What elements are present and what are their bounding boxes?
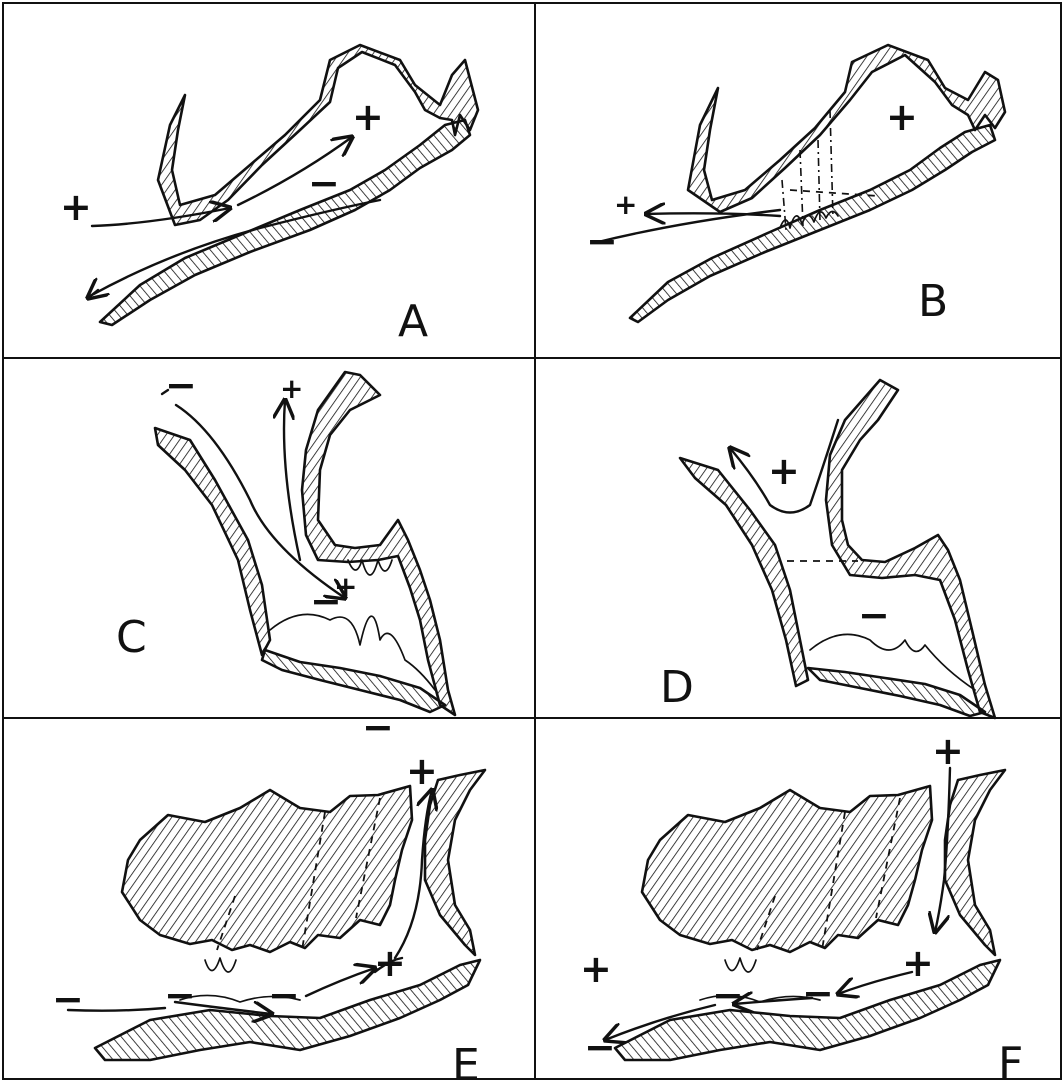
- panel-e-minus-1: −: [52, 977, 84, 1021]
- panel-f: + + − − + − F: [580, 729, 1023, 1082]
- panel-c-rock-left: [155, 428, 270, 655]
- panel-f-minus-2: −: [712, 973, 744, 1017]
- panel-f-plus-top: +: [932, 729, 964, 773]
- panel-c-minus-top: −: [165, 363, 197, 407]
- panel-a-plus-right: +: [352, 95, 384, 139]
- panel-d-minus: −: [858, 593, 890, 637]
- panel-c-rock-right: [302, 372, 455, 715]
- panel-e: − − − + + − E: [52, 705, 485, 1082]
- panel-c-floor: [262, 650, 445, 712]
- panel-d-rock-right: [826, 380, 995, 718]
- panel-e-rock-right: [425, 770, 485, 955]
- panel-d-plus: +: [768, 449, 800, 493]
- panel-f-minus-1: −: [802, 971, 834, 1015]
- panel-d: + − D: [660, 380, 995, 718]
- panel-e-minus-2: −: [164, 973, 196, 1017]
- panel-d-label: D: [660, 662, 694, 713]
- panel-f-label: F: [998, 1038, 1023, 1082]
- panel-f-plus-left: +: [580, 947, 612, 991]
- panel-b: + − + B: [586, 45, 1005, 327]
- panel-e-rock-mass: [122, 786, 412, 952]
- panel-c-plus-top: +: [280, 372, 303, 405]
- panel-d-floor: [808, 668, 985, 716]
- panel-f-rock-mass: [642, 786, 932, 952]
- panel-e-minus-top: −: [362, 705, 394, 749]
- panel-a-label: A: [398, 296, 428, 347]
- panel-b-plus-left: +: [614, 188, 637, 221]
- panel-e-plus-top: +: [406, 749, 438, 793]
- panel-f-rock-right: [945, 770, 1005, 955]
- panel-f-minus-left: −: [584, 1025, 616, 1069]
- panel-e-minus-3: −: [268, 973, 300, 1017]
- panel-b-plus-right: +: [886, 95, 918, 139]
- panel-c-label: C: [116, 612, 147, 663]
- panel-c-minus-mid: −: [310, 579, 342, 623]
- panel-f-plus-mid: +: [902, 941, 934, 985]
- panel-a-plus-left: +: [60, 185, 92, 229]
- panel-e-plus-mid: +: [374, 941, 406, 985]
- panel-e-label: E: [452, 1040, 480, 1082]
- panel-b-minus-left: −: [586, 219, 618, 263]
- panel-c: − + + − C: [116, 363, 455, 715]
- panel-a-minus: −: [308, 161, 340, 205]
- panel-a: + + − A: [60, 45, 478, 347]
- panel-b-label: B: [918, 276, 948, 327]
- panel-b-rock-upper: [688, 45, 1005, 212]
